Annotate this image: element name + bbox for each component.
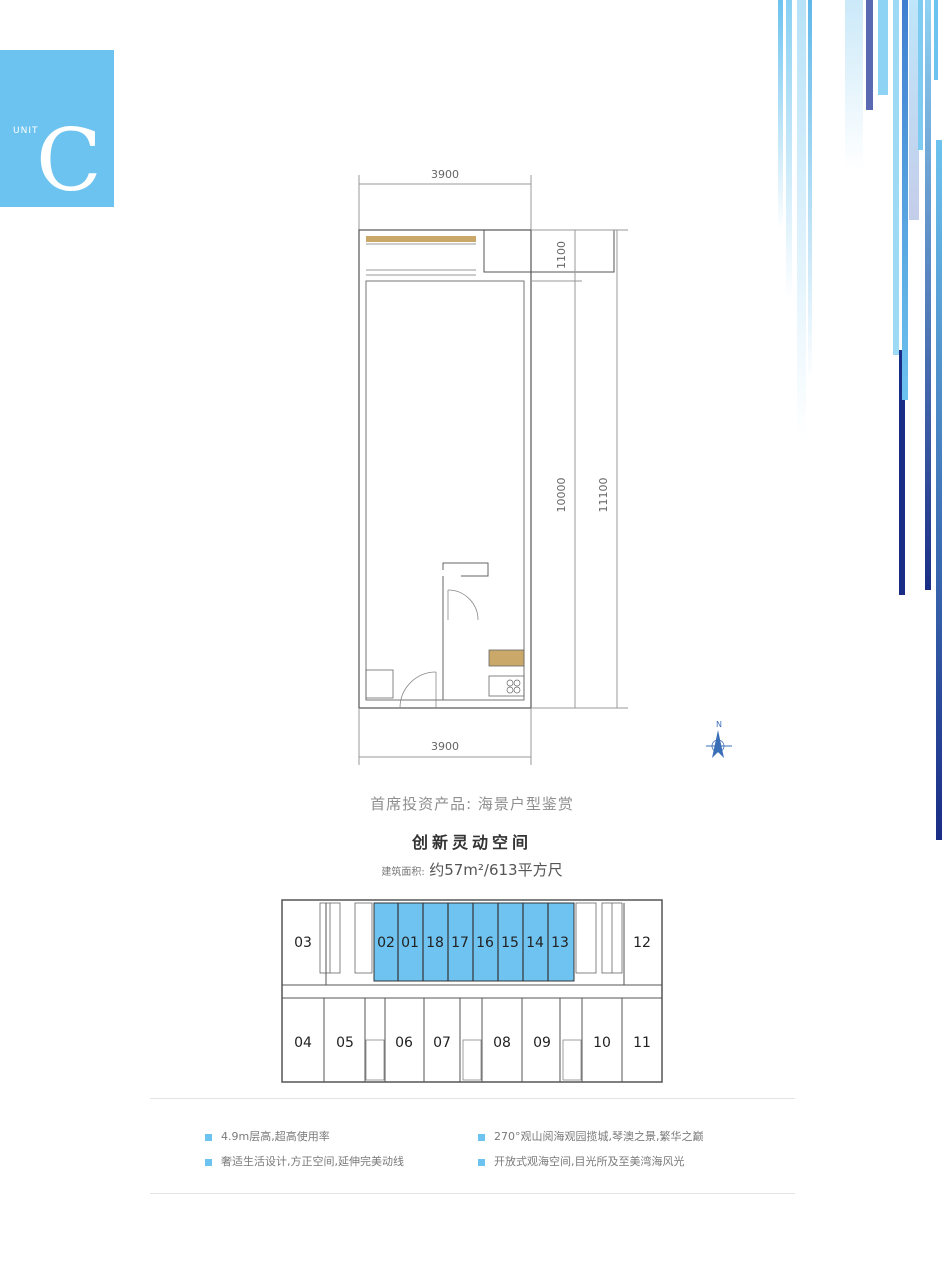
divider-top <box>150 1098 795 1099</box>
area-value: 约57m²/613平方尺 <box>429 861 563 879</box>
product-subtitle: 创新灵动空间 <box>411 833 532 852</box>
bullet-icon <box>478 1133 485 1141</box>
key-plan: 03 12 02 01 18 17 16 15 14 13 04 05 06 0… <box>281 899 663 1083</box>
unit-11: 11 <box>633 1035 651 1051</box>
dim-right-total: 11100 <box>597 478 610 513</box>
unit-09: 09 <box>533 1035 551 1051</box>
area-label: 建筑面积: <box>381 867 425 878</box>
north-arrow-icon: N <box>706 720 732 758</box>
bullet-icon <box>478 1158 485 1166</box>
unit-10: 10 <box>593 1035 611 1051</box>
divider-bottom <box>150 1193 795 1194</box>
unit-06: 06 <box>395 1035 413 1051</box>
unit-17: 17 <box>451 935 469 951</box>
unit-04: 04 <box>294 1035 312 1051</box>
dim-bottom: 3900 <box>431 740 459 753</box>
feature-item: 270°观山阅海观园揽城,琴澳之景,繁华之巅 <box>478 1128 704 1144</box>
product-title: 首席投资产品: 海景户型鉴赏 <box>370 795 574 813</box>
bullet-icon <box>205 1133 212 1141</box>
unit-03: 03 <box>294 935 312 951</box>
feature-item: 4.9m层高,超高使用率 <box>205 1128 330 1144</box>
floor-plan: 3900 1100 10000 11100 3900 <box>358 168 628 765</box>
unit-01: 01 <box>401 935 419 951</box>
unit-18: 18 <box>426 935 444 951</box>
unit-07: 07 <box>433 1035 451 1051</box>
dim-right-mid: 10000 <box>555 478 568 513</box>
unit-label: UNIT <box>13 126 39 136</box>
area-info: 建筑面积: 约57m²/613平方尺 <box>0 859 944 880</box>
feature-item: 开放式观海空间,目光所及至美湾海风光 <box>478 1153 685 1169</box>
bullet-icon <box>205 1158 212 1166</box>
unit-15: 15 <box>501 935 519 951</box>
unit-badge <box>0 50 114 207</box>
svg-text:N: N <box>716 720 722 729</box>
unit-16: 16 <box>476 935 494 951</box>
dim-top: 3900 <box>431 168 459 181</box>
unit-08: 08 <box>493 1035 511 1051</box>
dim-right-small: 1100 <box>555 241 568 269</box>
unit-12: 12 <box>633 935 651 951</box>
unit-13: 13 <box>551 935 569 951</box>
unit-14: 14 <box>526 935 544 951</box>
unit-02: 02 <box>377 935 395 951</box>
unit-letter: C <box>36 111 102 211</box>
feature-item: 奢适生活设计,方正空间,延伸完美动线 <box>205 1153 404 1169</box>
unit-05: 05 <box>336 1035 354 1051</box>
